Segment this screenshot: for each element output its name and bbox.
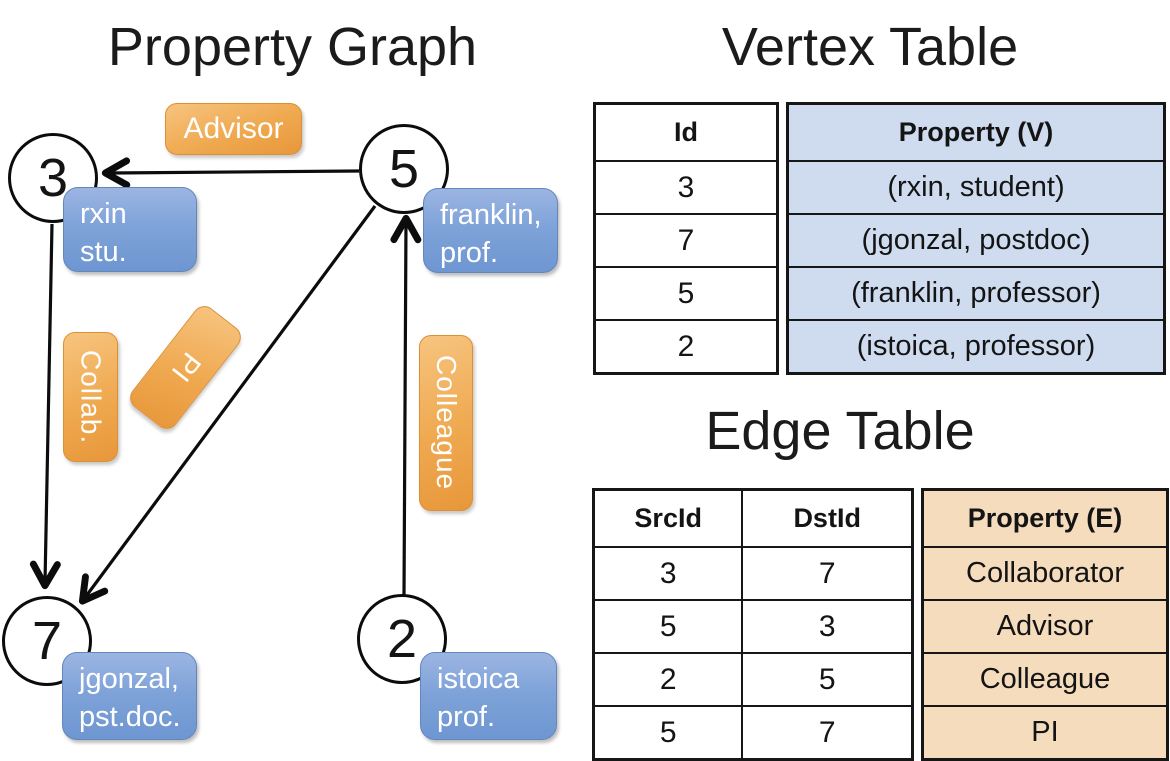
vertex-table: Id 3 7 5 2 Property (V) (rxin, student) …: [593, 102, 1166, 375]
vertex-property-line: istoica: [437, 663, 520, 695]
edge-table-row: 2 5: [595, 652, 911, 705]
vertex-property-line: rxin: [80, 198, 127, 230]
edge-table-cell-dst: 5: [741, 654, 911, 705]
vertex-table-title: Vertex Table: [721, 17, 1019, 77]
edge-table-cell-dst: 3: [741, 601, 911, 652]
node-5-id: 5: [388, 139, 420, 199]
vertex-table-cell-id: 7: [596, 213, 776, 266]
edge-table-property-column: Property (E) Collaborator Advisor Collea…: [921, 488, 1169, 761]
edge-table-cell-property: Advisor: [924, 599, 1166, 652]
vertex-property-line: franklin,: [440, 199, 542, 231]
edge-table-cell-src: 2: [659, 662, 677, 696]
vertex-table-cell-property: (franklin, professor): [789, 266, 1163, 319]
vertex-table-id-column: Id 3 7 5 2: [593, 102, 779, 375]
node-2-id: 2: [386, 609, 418, 669]
edge-colleague-2-to-5: [390, 214, 422, 597]
edge-table-cell-src: 5: [659, 609, 677, 643]
vertex-table-cell-id: 2: [596, 319, 776, 372]
edge-table-cell-property: Collaborator: [924, 546, 1166, 599]
edge-table-header-row: SrcId DstId: [595, 491, 911, 546]
vertex-table-cell-property: (jgonzal, postdoc): [789, 213, 1163, 266]
edge-label-pi: PI: [125, 301, 246, 434]
edge-collab-3-to-7: [29, 223, 61, 590]
edge-table-cell-dst: 7: [741, 707, 911, 758]
vertex-property-line: prof.: [440, 237, 499, 270]
edge-table-header-property: Property (E): [924, 491, 1166, 546]
vertex-property-line: stu.: [80, 236, 127, 269]
edge-table-row: 5 3: [595, 599, 911, 652]
vertex-table-cell-id: 3: [596, 160, 776, 213]
edge-label-text: Collab.: [75, 349, 107, 445]
edge-table-cell-property: PI: [924, 705, 1166, 758]
vertex-property-line: prof.: [437, 701, 496, 734]
edge-label-advisor: Advisor: [165, 103, 302, 155]
vertex-property-box-rxin: rxin stu.: [63, 187, 197, 272]
edge-table-header-dstid: DstId: [741, 491, 911, 546]
vertex-property-box-istoica: istoica prof.: [420, 652, 557, 740]
edge-table-row: 3 7: [595, 546, 911, 599]
edge-label-text: PI: [164, 347, 207, 389]
vertex-table-cell-property: (rxin, student): [789, 160, 1163, 213]
edge-label-text: Advisor: [183, 112, 284, 145]
vertex-table-cell-id: 5: [596, 266, 776, 319]
vertex-property-line: pst.doc.: [79, 701, 181, 734]
property-graph-title: Property Graph: [107, 17, 478, 77]
vertex-table-header-property: Property (V): [789, 105, 1163, 160]
vertex-table-cell-property: (istoica, professor): [789, 319, 1163, 372]
edge-table-ids-column: SrcId DstId 3 7 5 3 2 5 5 7: [592, 488, 914, 761]
vertex-property-box-franklin: franklin, prof.: [423, 188, 558, 273]
edge-table: SrcId DstId 3 7 5 3 2 5 5 7: [592, 488, 1169, 761]
edge-label-collab: Collab.: [63, 332, 118, 462]
edge-label-text: Colleague: [431, 355, 462, 491]
vertex-table-property-column: Property (V) (rxin, student) (jgonzal, p…: [786, 102, 1166, 375]
edge-table-cell-dst: 7: [741, 548, 911, 599]
vertex-property-line: jgonzal,: [79, 663, 179, 695]
vertex-property-box-jgonzal: jgonzal, pst.doc.: [62, 652, 197, 740]
edge-table-cell-src: 3: [659, 556, 677, 590]
edge-advisor-5-to-3: [101, 157, 360, 189]
edge-table-cell-property: Colleague: [924, 652, 1166, 705]
edge-table-header-srcid: SrcId: [634, 503, 702, 533]
edge-table-row: 5 7: [595, 705, 911, 758]
edge-label-colleague: Colleague: [419, 335, 473, 511]
edge-table-title: Edge Table: [705, 401, 975, 461]
vertex-table-header-id: Id: [674, 117, 698, 147]
graph-node-5: 5: [359, 124, 449, 214]
edge-table-cell-src: 5: [659, 715, 677, 749]
node-7-id: 7: [31, 611, 63, 671]
